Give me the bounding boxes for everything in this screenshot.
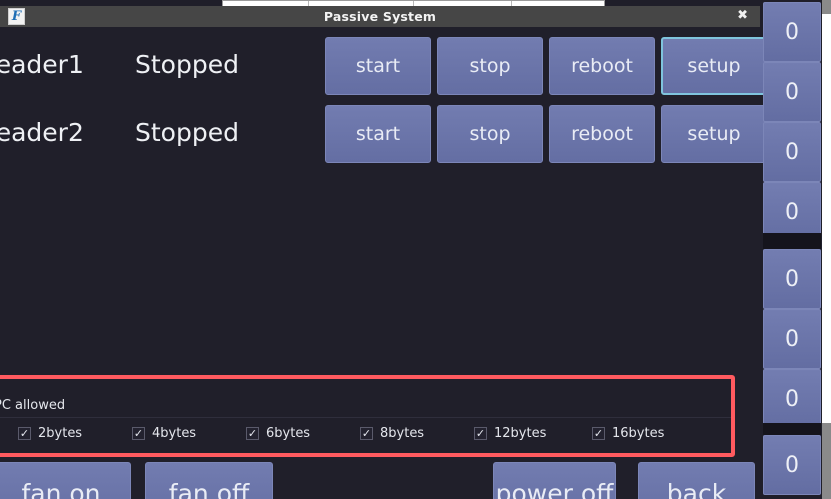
reader1-stop-button[interactable]: stop [437,37,543,95]
scrollbar-thumb[interactable] [822,14,831,423]
column-divider [413,1,414,6]
checkmark-icon: ✓ [360,426,373,440]
checkbox-label: 16bytes [612,425,665,441]
checkbox-4bytes[interactable]: ✓ 4bytes [132,423,196,443]
checkmark-icon: ✓ [592,426,605,440]
reader1-start-button[interactable]: start [325,37,431,95]
app-body: reader1 Stopped start stop reboot setup … [0,27,767,499]
checkbox-label: 4bytes [152,425,197,441]
checkbox-6bytes[interactable]: ✓ 6bytes [246,423,310,443]
checkmark-icon: ✓ [246,426,259,440]
spacer [763,233,821,249]
checkbox-label: 6bytes [266,425,311,441]
reader-name: reader2 [0,118,84,147]
reader2-reboot-button[interactable]: reboot [549,105,655,163]
epc-allowed-options: ✓ 2bytes ✓ 4bytes ✓ 6bytes ✓ 8bytes ✓ 12… [0,423,735,445]
reader1-reboot-button[interactable]: reboot [549,37,655,95]
close-icon[interactable]: ✖ [737,8,748,23]
fan-off-button[interactable]: fan off [145,462,273,499]
back-button[interactable]: back [638,462,755,499]
value-button[interactable]: 0 [763,249,821,309]
power-off-button[interactable]: power off [493,462,616,499]
value-button[interactable]: 0 [763,2,821,62]
reader-row: reader2 Stopped start stop reboot setup [0,104,767,164]
reader2-start-button[interactable]: start [325,105,431,163]
title-bar: F Passive System ✖ [0,6,760,27]
checkbox-label: 8bytes [380,425,425,441]
reader-status: Stopped [135,118,239,147]
value-button[interactable]: 0 [763,62,821,122]
checkmark-icon: ✓ [474,426,487,440]
reader2-stop-button[interactable]: stop [437,105,543,163]
window-title: Passive System [323,9,437,24]
reader2-setup-button[interactable]: setup [661,105,767,163]
value-button[interactable]: 0 [763,309,821,369]
epc-allowed-label: PC allowed [0,398,66,413]
checkbox-8bytes[interactable]: ✓ 8bytes [360,423,424,443]
checkmark-icon: ✓ [132,426,145,440]
reader-name: reader1 [0,50,84,79]
checkmark-icon: ✓ [18,426,31,440]
checkbox-16bytes[interactable]: ✓ 16bytes [592,423,664,443]
value-button[interactable]: 0 [763,122,821,182]
column-divider [511,1,512,6]
reader1-setup-button[interactable]: setup [661,37,767,95]
right-value-column: 0 0 0 0 0 0 0 0 [763,0,821,499]
divider [0,417,731,418]
value-button[interactable]: 0 [763,369,821,429]
spacer [763,423,821,435]
value-button[interactable]: 0 [763,435,821,495]
checkbox-label: 2bytes [38,425,83,441]
checkbox-label: 12bytes [494,425,547,441]
checkbox-12bytes[interactable]: ✓ 12bytes [474,423,546,443]
fan-on-button[interactable]: fan on [0,462,131,499]
epc-allowed-highlight-box [0,375,735,457]
app-icon: F [8,8,25,25]
reader-row: reader1 Stopped start stop reboot setup [0,36,767,96]
checkbox-2bytes[interactable]: ✓ 2bytes [18,423,82,443]
reader-status: Stopped [135,50,239,79]
column-divider [308,1,309,6]
